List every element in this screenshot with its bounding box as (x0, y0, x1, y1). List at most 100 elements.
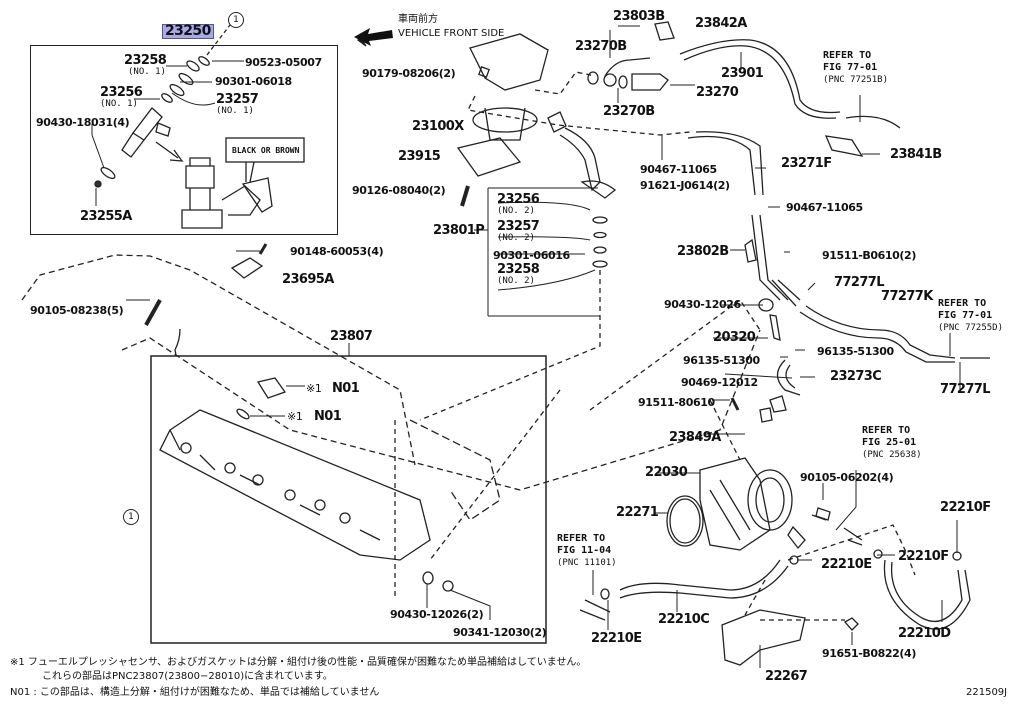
mark-1: ※1 (306, 382, 322, 395)
ref-line: (PNC 77251B) (823, 75, 889, 85)
part-label[interactable]: 23915 (398, 149, 441, 164)
part-label[interactable]: 23270B (603, 104, 655, 119)
part-label[interactable]: 23258 (497, 262, 540, 277)
part-label-n01[interactable]: N01 (332, 381, 360, 396)
part-sub: (NO. 2) (497, 276, 535, 286)
ref-line: REFER TO (938, 298, 987, 309)
injector-callout: BLACK OR BROWN (232, 146, 300, 155)
part-label[interactable]: 90301-06016 (493, 249, 570, 262)
footnote-1: ※1 フューエルプレッシャセンサ、およびガスケットは分解・組付け後の性能・品質確… (10, 657, 587, 668)
part-label[interactable]: 90126-08040(2) (352, 184, 446, 197)
part-label[interactable]: 90105-08238(5) (30, 304, 124, 317)
part-label[interactable]: 22210C (658, 612, 710, 627)
part-label[interactable]: 90430-12026 (664, 298, 741, 311)
direction-label-en: VEHICLE FRONT SIDE (398, 28, 505, 39)
part-label[interactable]: 20320 (713, 330, 756, 345)
part-label[interactable]: 23100X (412, 119, 464, 134)
part-label[interactable]: 96135-51300 (683, 354, 760, 367)
part-label[interactable]: 23270B (575, 39, 627, 54)
part-label[interactable]: 22267 (765, 669, 808, 684)
ref-line: FIG 25-01 (862, 437, 917, 448)
part-label[interactable]: 23256 (100, 85, 143, 100)
part-sub: (NO. 2) (497, 206, 535, 216)
throttle-body (666, 457, 831, 551)
part-label[interactable]: 22210D (898, 626, 951, 641)
part-label[interactable]: 90430-18031(4) (36, 116, 130, 129)
part-label[interactable]: 90430-12026(2) (390, 608, 484, 621)
ref-line: (PNC 77255D) (938, 323, 1004, 333)
part-label[interactable]: 22030 (645, 465, 688, 480)
part-label[interactable]: 90179-08206(2) (362, 67, 456, 80)
reference-fig-77-01-a[interactable]: REFER TO FIG 77-01 (PNC 77251B) (823, 50, 888, 86)
part-label[interactable]: 91511-80610 (638, 396, 715, 409)
circle-ref-1: 1 (228, 12, 244, 28)
part-label[interactable]: 90105-06202(4) (800, 471, 894, 484)
part-label[interactable]: 22271 (616, 505, 659, 520)
part-label[interactable]: 22210F (940, 500, 991, 515)
reference-fig-25-01[interactable]: REFER TO FIG 25-01 (PNC 25638) (862, 425, 922, 461)
injector-assembly (94, 56, 305, 229)
part-label[interactable]: 90341-12030(2) (453, 626, 547, 639)
part-label[interactable]: 23270 (696, 85, 739, 100)
part-sub: (NO. 1) (216, 106, 254, 116)
hoses-right (730, 214, 990, 423)
diagram-id: 221509J (966, 687, 1008, 698)
part-label[interactable]: 77277L (940, 382, 991, 397)
part-label[interactable]: 90467-11065 (640, 163, 717, 176)
ref-line: REFER TO (862, 425, 911, 436)
part-label[interactable]: 23801P (433, 223, 485, 238)
part-label[interactable]: 22210E (821, 557, 872, 572)
part-label[interactable]: 77277K (881, 289, 933, 304)
part-label[interactable]: 23849A (669, 430, 721, 445)
part-label[interactable]: 22210F (898, 549, 949, 564)
part-label[interactable]: 23257 (497, 219, 540, 234)
part-label-n01[interactable]: N01 (314, 409, 342, 424)
part-label[interactable]: 23257 (216, 92, 259, 107)
part-label[interactable]: 23841B (890, 147, 942, 162)
direction-label-jp: 車両前方 (398, 14, 438, 25)
mark-1: ※1 (287, 410, 303, 423)
ref-line: REFER TO (557, 533, 606, 544)
ref-line: FIG 77-01 (823, 62, 878, 73)
part-label[interactable]: 23256 (497, 192, 540, 207)
part-label[interactable]: 90148-60053(4) (290, 245, 384, 258)
ref-line: (PNC 25638) (862, 450, 922, 460)
ref-line: REFER TO (823, 50, 872, 61)
part-label[interactable]: 91651-B0822(4) (822, 647, 916, 660)
part-label[interactable]: 23258 (124, 53, 167, 68)
part-label[interactable]: 77277L (834, 275, 885, 290)
part-label[interactable]: 23842A (695, 16, 747, 31)
pressure-regulator (587, 21, 901, 196)
ref-line: (PNC 11101) (557, 558, 617, 568)
part-label[interactable]: 90301-06018 (215, 75, 292, 88)
part-label[interactable]: 23803B (613, 9, 665, 24)
part-label[interactable]: 90523-05007 (245, 56, 322, 69)
part-label[interactable]: 23255A (80, 209, 132, 224)
injector-group-box (30, 45, 338, 235)
part-label[interactable]: 23802B (677, 244, 729, 259)
part-23250-highlighted[interactable]: 23250 (162, 24, 214, 39)
circle-ref-1: 1 (123, 509, 139, 525)
part-sub: (NO. 2) (497, 233, 535, 243)
reference-fig-77-01-b[interactable]: REFER TO FIG 77-01 (PNC 77255D) (938, 298, 1003, 334)
front-arrow-icon (354, 28, 393, 46)
part-label[interactable]: 96135-51300 (817, 345, 894, 358)
part-label[interactable]: 23901 (721, 66, 764, 81)
part-label[interactable]: 23695A (282, 272, 334, 287)
footnote-2: N01 : この部品は、構造上分解・組付けが困難なため、単品では補給していません (10, 687, 380, 698)
part-label[interactable]: 90467-11065 (786, 201, 863, 214)
part-label[interactable]: 23273C (830, 369, 882, 384)
reference-fig-11-04[interactable]: REFER TO FIG 11-04 (PNC 11101) (557, 533, 617, 569)
fuel-rail (159, 377, 454, 592)
part-label[interactable]: 91511-B0610(2) (822, 249, 916, 262)
part-label[interactable]: 22210E (591, 631, 642, 646)
part-label[interactable]: 23807 (330, 329, 373, 344)
part-sub: (NO. 1) (100, 99, 138, 109)
ref-line: FIG 11-04 (557, 545, 612, 556)
ref-line: FIG 77-01 (938, 310, 993, 321)
part-label[interactable]: 23271F (781, 156, 832, 171)
part-label[interactable]: 91621-J0614(2) (640, 179, 730, 192)
part-label[interactable]: 90469-12012 (681, 376, 758, 389)
fuel-pump (456, 33, 617, 207)
